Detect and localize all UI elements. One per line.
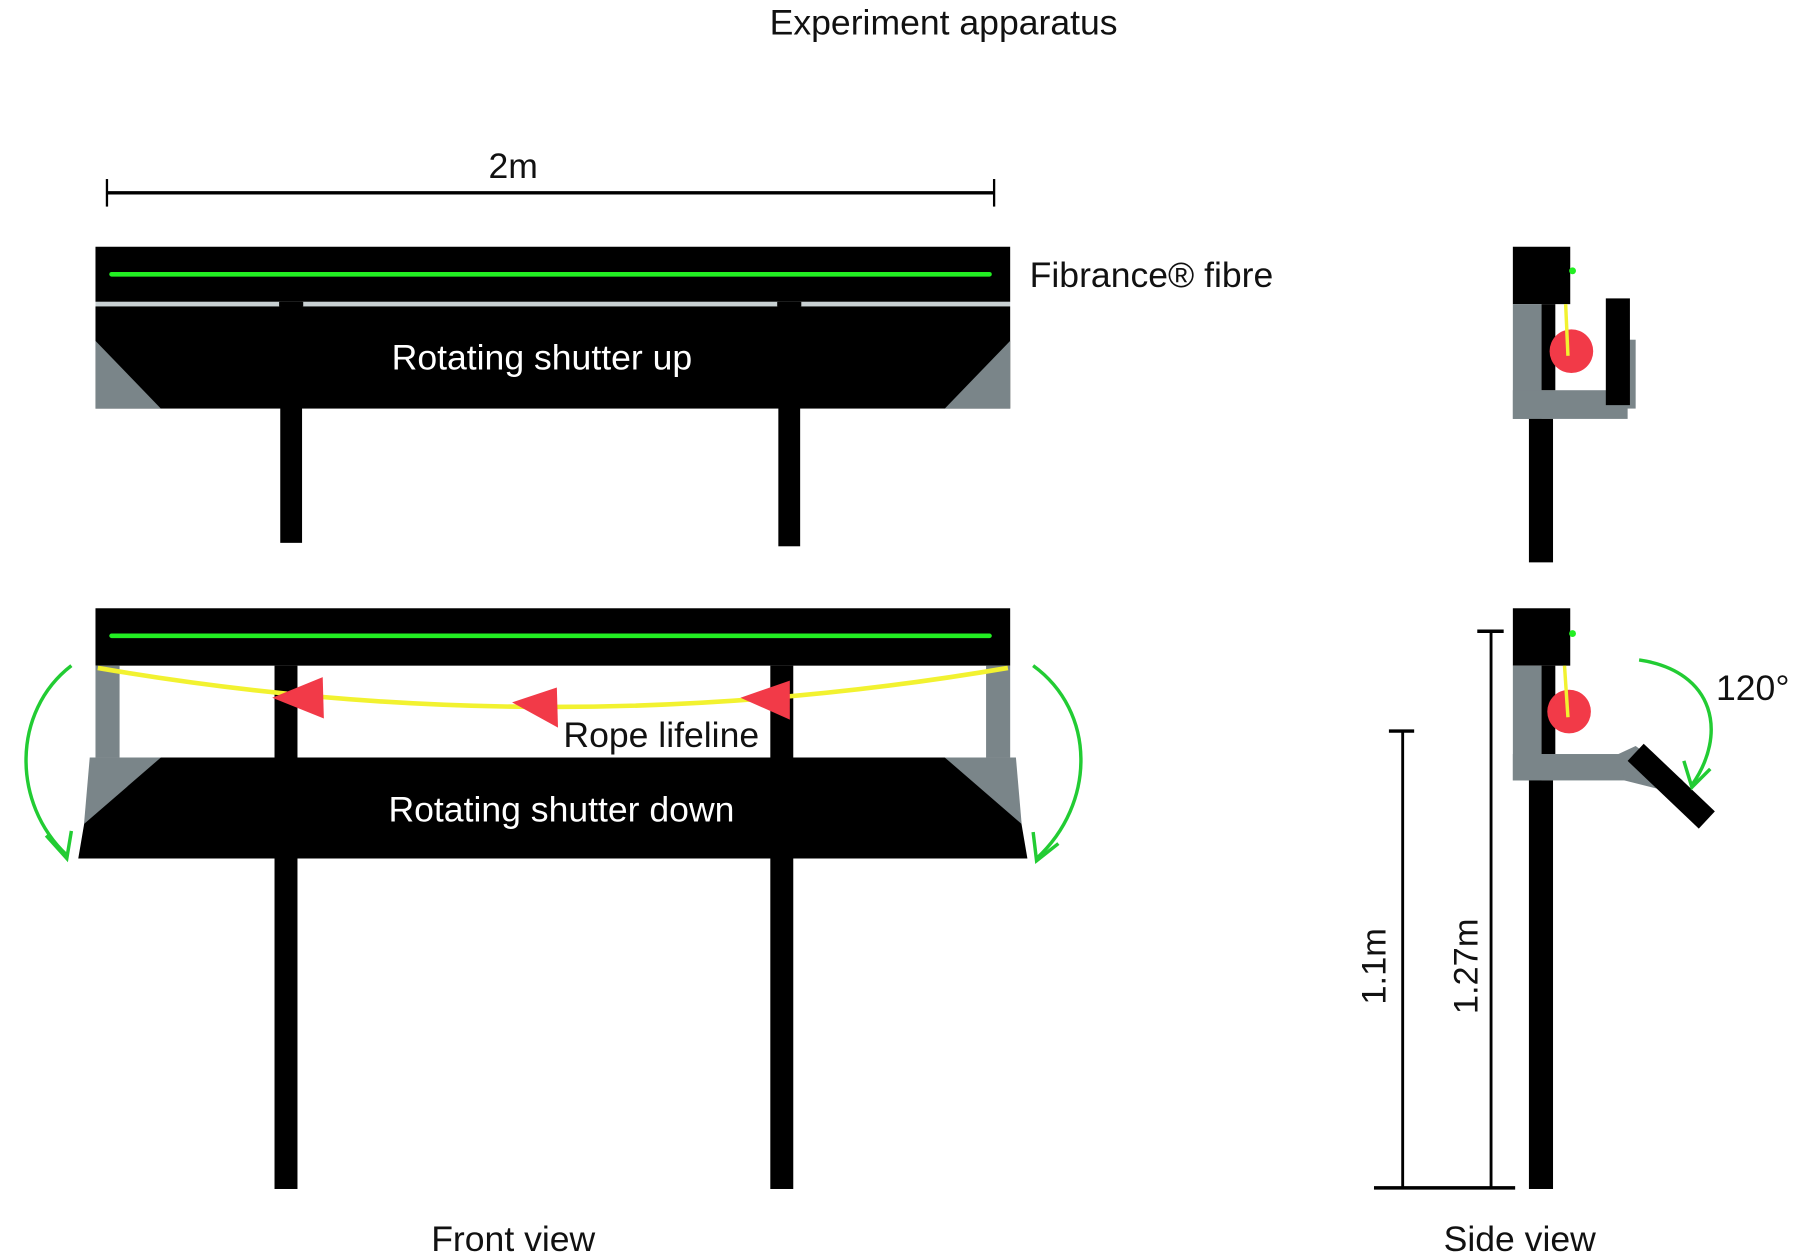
side-view-shutter-down: 120° 1.1m 1.27m (1355, 608, 1790, 1190)
front-view-shutter-up: 2m Rotating shutter up Fibrance® fibre (95, 146, 1274, 547)
height-dimension-short (1388, 729, 1415, 1187)
post-right-lower (770, 665, 794, 1189)
rope-direction-arrow-1 (272, 677, 324, 719)
bracket-right (944, 340, 1011, 409)
red-marker (1549, 329, 1594, 373)
post-right (778, 301, 801, 547)
fibre-point (1569, 267, 1576, 275)
post-left-lower (274, 665, 298, 1189)
bracket-left (95, 340, 161, 409)
rotation-angle-label: 120° (1716, 668, 1790, 708)
shutter-down-label: Rotating shutter down (388, 790, 734, 830)
shutter-down-side (1627, 743, 1715, 829)
rotation-arrow-left (24, 664, 73, 857)
rope-lifeline-label: Rope lifeline (563, 715, 759, 755)
side-post (1528, 418, 1554, 563)
diagram-title: Experiment apparatus (770, 2, 1118, 42)
post-left (280, 301, 303, 543)
shutter-up-side (1605, 298, 1630, 406)
side-view-shutter-up (1512, 246, 1636, 563)
rotation-arrow-right (1032, 664, 1083, 860)
front-view-caption: Front view (431, 1219, 595, 1259)
shutter-up-label: Rotating shutter up (392, 338, 692, 378)
fibre-label: Fibrance® fibre (1030, 255, 1274, 295)
rope-direction-arrow-2 (512, 687, 558, 728)
width-dimension-label: 2m (489, 146, 538, 186)
width-dimension-line (105, 179, 996, 207)
front-view-shutter-down: Rope lifeline Rotating shutter down (24, 608, 1083, 1189)
shutter-up-panel (95, 306, 1011, 409)
rope-direction-arrow-3 (740, 680, 790, 720)
height-dimension-tall (1477, 629, 1504, 1187)
side-post-lower (1528, 780, 1554, 1189)
rotation-arrow-side (1638, 658, 1713, 787)
side-view-caption: Side view (1444, 1219, 1597, 1259)
height-short-label: 1.1m (1355, 928, 1393, 1005)
rope-side (1563, 304, 1570, 356)
height-tall-label: 1.27m (1447, 919, 1485, 1015)
